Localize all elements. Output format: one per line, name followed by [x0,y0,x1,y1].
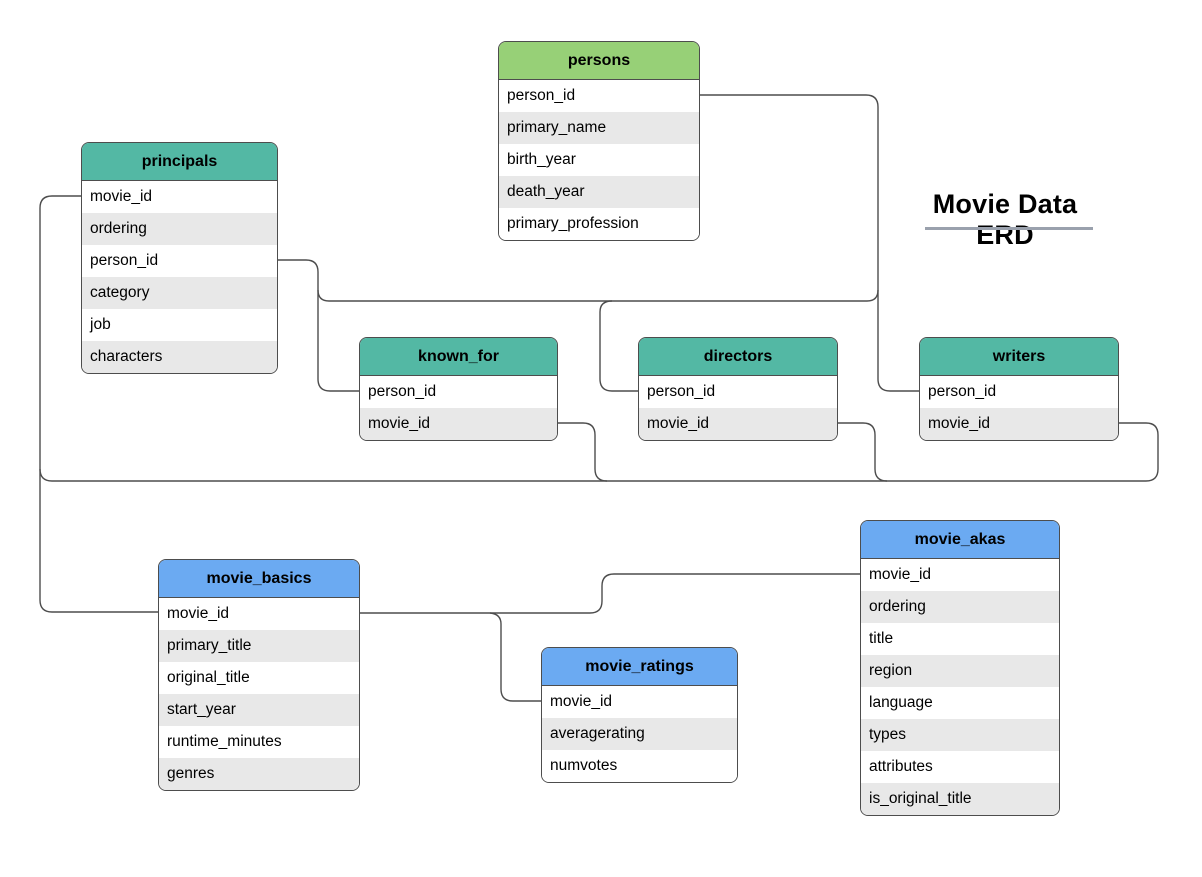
connector-writers.movie_id-to-movie_basics.movie_id[interactable] [39,422,1159,482]
field-persons-death_year[interactable]: death_year [499,176,699,208]
field-principals-characters[interactable]: characters [82,341,277,373]
table-title-writers: writers [920,338,1118,376]
field-movie_basics-start_year[interactable]: start_year [159,694,359,726]
field-known_for-movie_id[interactable]: movie_id [360,408,557,440]
connector-known_for.movie_id-to-movie_basics.movie_id[interactable] [558,422,608,482]
table-title-principals: principals [82,143,277,181]
connector-directors.movie_id-to-movie_basics.movie_id[interactable] [838,422,888,482]
title-underline [925,227,1093,230]
field-directors-movie_id[interactable]: movie_id [639,408,837,440]
field-movie_ratings-numvotes[interactable]: numvotes [542,750,737,782]
field-movie_akas-title[interactable]: title [861,623,1059,655]
connector-persons.person_id-to-principals.person_id[interactable] [317,289,879,302]
field-movie_basics-primary_title[interactable]: primary_title [159,630,359,662]
table-title-movie_ratings: movie_ratings [542,648,737,686]
field-principals-person_id[interactable]: person_id [82,245,277,277]
table-title-known_for: known_for [360,338,557,376]
connector-movie_basics.movie_id-to-movie_akas.movie_id[interactable] [360,573,860,614]
field-movie_basics-original_title[interactable]: original_title [159,662,359,694]
field-movie_akas-is_original_title[interactable]: is_original_title [861,783,1059,815]
field-principals-ordering[interactable]: ordering [82,213,277,245]
field-directors-person_id[interactable]: person_id [639,376,837,408]
diagram-title: Movie Data ERD [932,189,1078,250]
connector-principals.person_id-to-known_for.person_id[interactable] [278,259,359,392]
field-movie_akas-language[interactable]: language [861,687,1059,719]
field-movie_basics-genres[interactable]: genres [159,758,359,790]
field-principals-job[interactable]: job [82,309,277,341]
connector-persons.person_id-to-directors.person_id[interactable] [599,300,638,392]
field-principals-movie_id[interactable]: movie_id [82,181,277,213]
field-principals-category[interactable]: category [82,277,277,309]
field-movie_basics-movie_id[interactable]: movie_id [159,598,359,630]
table-title-movie_basics: movie_basics [159,560,359,598]
connector-principals.movie_id-to-movie_basics.movie_id[interactable] [39,195,158,613]
field-known_for-person_id[interactable]: person_id [360,376,557,408]
field-writers-person_id[interactable]: person_id [920,376,1118,408]
field-movie_akas-types[interactable]: types [861,719,1059,751]
field-persons-person_id[interactable]: person_id [499,80,699,112]
field-persons-primary_name[interactable]: primary_name [499,112,699,144]
field-persons-primary_profession[interactable]: primary_profession [499,208,699,240]
field-movie_ratings-movie_id[interactable]: movie_id [542,686,737,718]
field-movie_akas-attributes[interactable]: attributes [861,751,1059,783]
field-movie_basics-runtime_minutes[interactable]: runtime_minutes [159,726,359,758]
field-movie_akas-region[interactable]: region [861,655,1059,687]
table-title-persons: persons [499,42,699,80]
table-title-movie_akas: movie_akas [861,521,1059,559]
field-movie_ratings-averagerating[interactable]: averagerating [542,718,737,750]
connector-persons.person_id-to-writers.person_id[interactable] [700,94,919,392]
connector-movie_basics.movie_id-to-movie_ratings.movie_id[interactable] [489,612,541,702]
field-movie_akas-movie_id[interactable]: movie_id [861,559,1059,591]
field-movie_akas-ordering[interactable]: ordering [861,591,1059,623]
table-title-directors: directors [639,338,837,376]
field-writers-movie_id[interactable]: movie_id [920,408,1118,440]
field-persons-birth_year[interactable]: birth_year [499,144,699,176]
